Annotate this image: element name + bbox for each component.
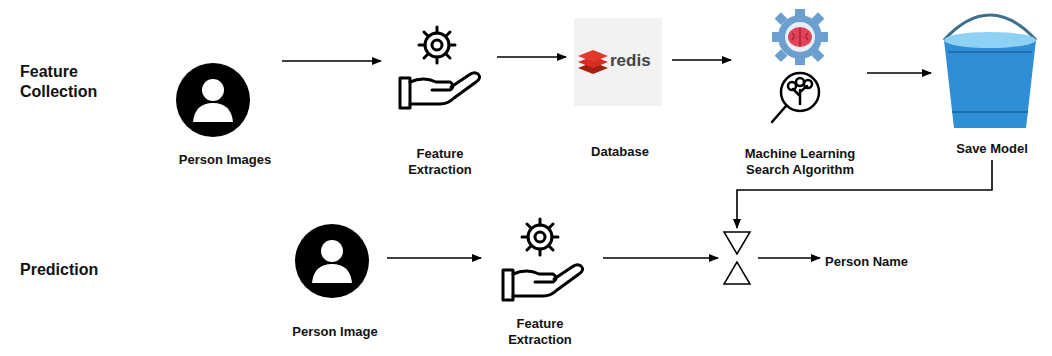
connector-segment <box>672 59 731 61</box>
node-caption: Feature Extraction <box>485 316 595 348</box>
flow-arrow <box>867 73 931 74</box>
icon-node: Save Model <box>935 12 1049 157</box>
ml-search-tree-icon <box>772 73 819 122</box>
node-caption: Person Image <box>292 324 377 340</box>
icon-node: Machine Learning Search Algorithm <box>735 8 865 178</box>
logo-text: redis <box>610 50 662 71</box>
redis-logo <box>574 18 662 106</box>
gear-hand-icon <box>400 27 480 108</box>
node-caption: Feature Extraction <box>385 146 495 178</box>
flow-arrow <box>497 57 566 58</box>
row-label: Prediction <box>20 260 130 280</box>
node-caption: Person Images <box>179 152 272 168</box>
connector-segment <box>387 257 481 259</box>
connector-segment <box>282 60 381 62</box>
connector-segment <box>603 257 718 259</box>
bucket-icon <box>944 15 1036 128</box>
database-node: Database <box>570 18 670 160</box>
connector-segment <box>758 257 820 259</box>
flow-arrow <box>672 60 731 61</box>
icon-node: Feature Extraction <box>485 215 595 348</box>
ml-gear-brain-icon <box>772 9 828 65</box>
icon-node: Person Images <box>170 60 280 168</box>
gear-hand-icon <box>503 219 583 300</box>
person-icon <box>295 224 369 298</box>
icon-node: Person Image <box>285 222 385 340</box>
icon-node: Feature Extraction <box>385 30 495 178</box>
node-caption: Database <box>591 144 649 160</box>
connector-segment <box>497 56 566 58</box>
match-symbol <box>724 232 750 284</box>
person-icon <box>176 63 250 137</box>
row-label: Feature Collection <box>20 62 130 102</box>
node-caption: Machine Learning Search Algorithm <box>735 146 865 178</box>
result-node: Person Name <box>825 246 935 270</box>
flow-arrow <box>603 258 820 259</box>
flow-arrow <box>282 61 381 62</box>
flow-arrow <box>387 258 481 259</box>
node-caption: Save Model <box>956 141 1028 157</box>
connector-segment <box>867 72 931 74</box>
node-caption: Person Name <box>825 254 908 270</box>
